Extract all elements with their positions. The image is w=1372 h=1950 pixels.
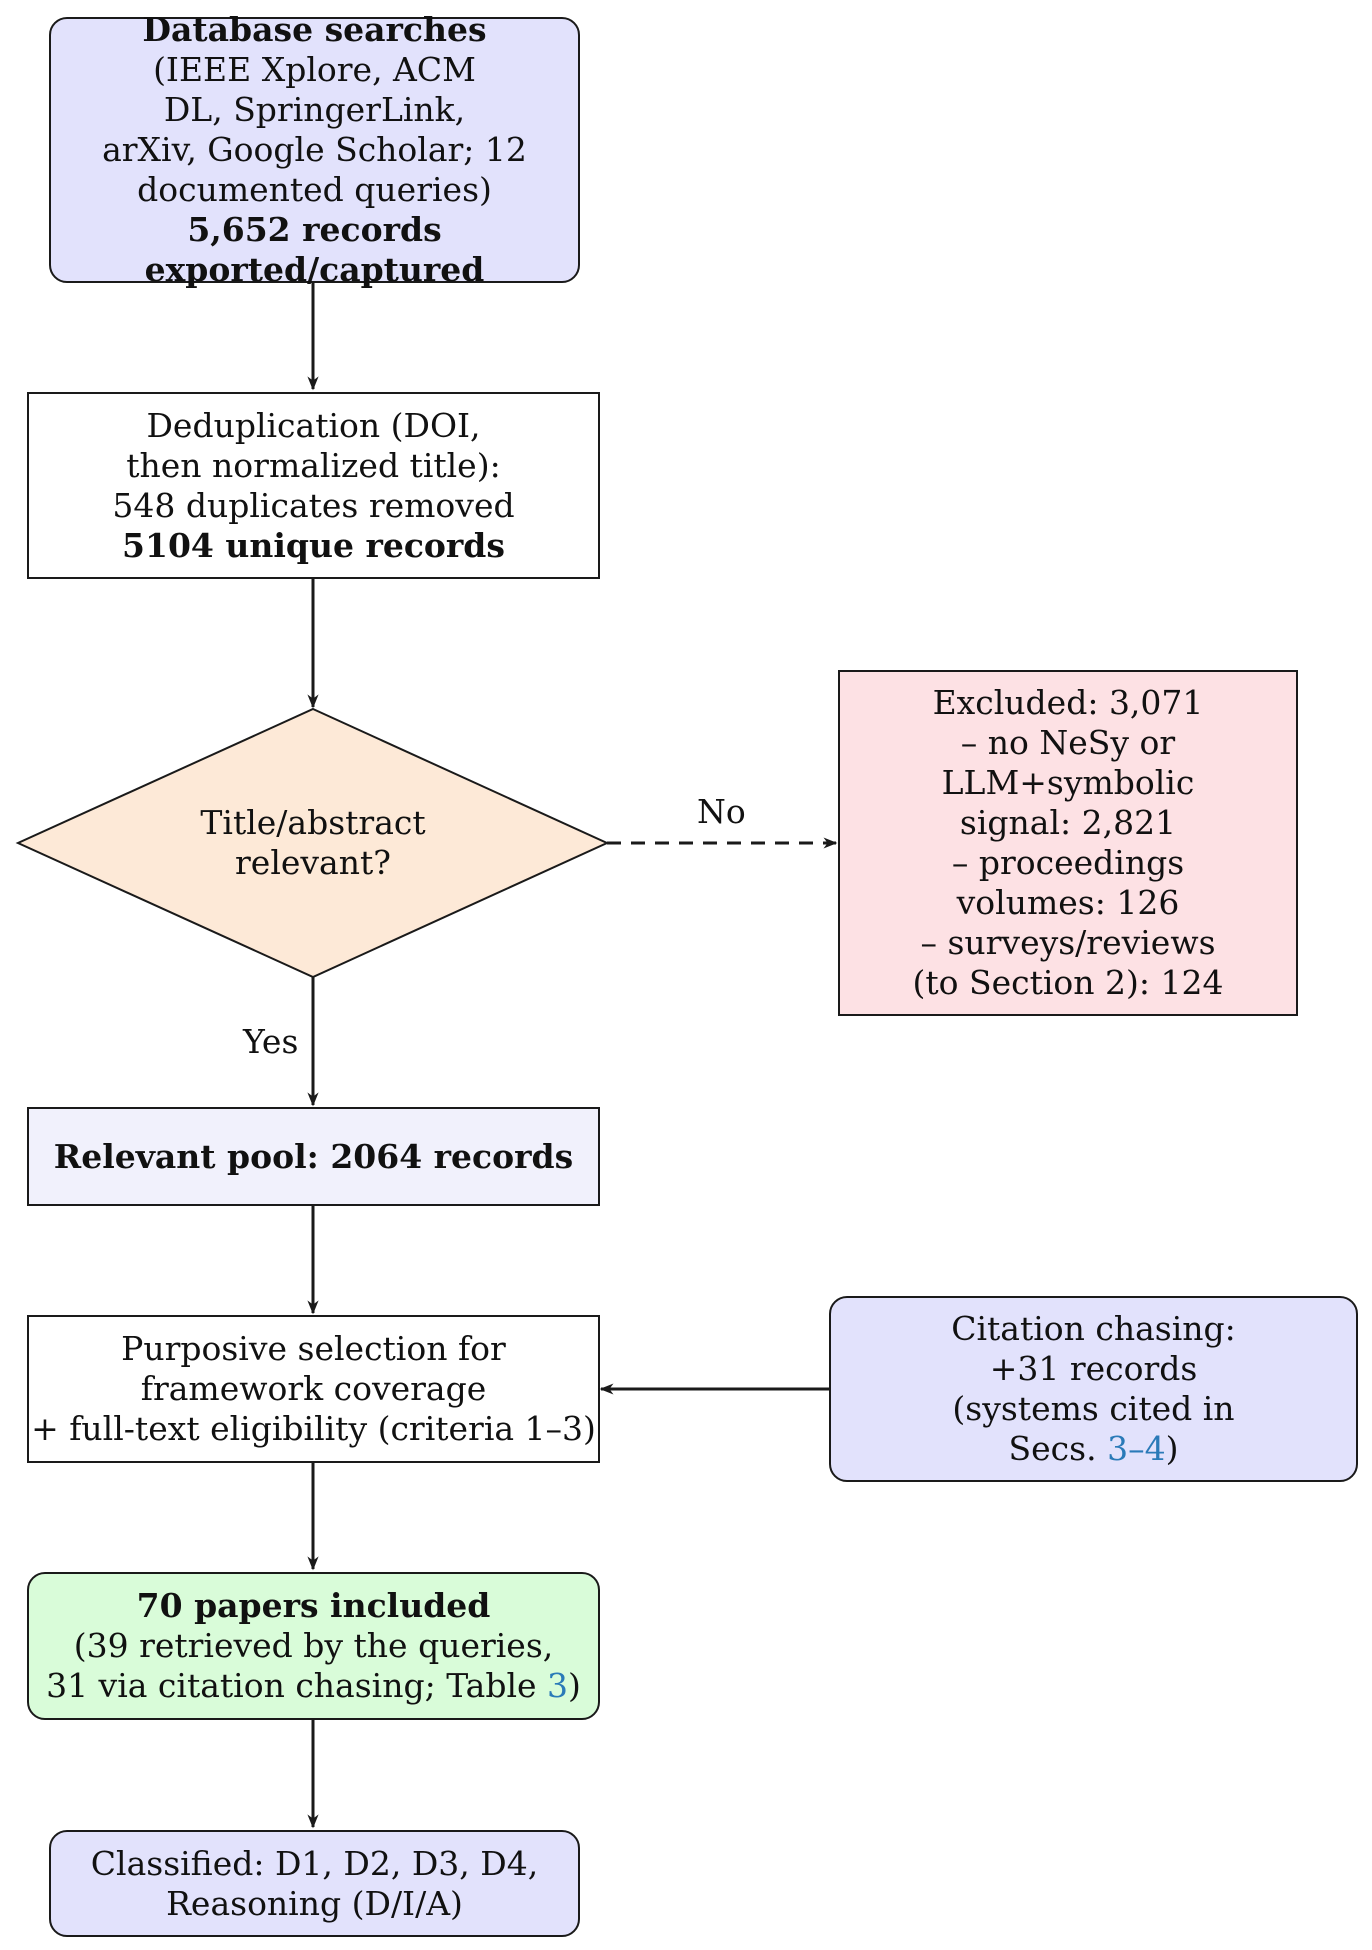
included-line: 31 via citation chasing; Table 3) (46, 1666, 581, 1706)
excluded-line: volumes: 126 (956, 883, 1180, 922)
secs-dash: – (1128, 1429, 1145, 1468)
relevant-pool-label: Relevant pool: 2064 records (53, 1136, 574, 1176)
database-searches-title: Database searches (142, 10, 487, 49)
section-4-link[interactable]: 4 (1144, 1429, 1166, 1468)
papers-included-title: 70 papers included (136, 1586, 491, 1625)
dedup-line: Deduplication (DOI, (146, 405, 481, 445)
relevant-pool-box: Relevant pool: 2064 records (27, 1107, 600, 1206)
section-3-link[interactable]: 3 (1107, 1429, 1129, 1468)
yes-label: Yes (243, 1022, 299, 1061)
database-searches-box: Database searches (IEEE Xplore, ACM DL, … (49, 10, 580, 289)
database-line: DL, SpringerLink, (163, 90, 466, 129)
excluded-line: – surveys/reviews (920, 923, 1216, 962)
secs-suffix: ) (1165, 1429, 1179, 1468)
citation-secs-line: Secs. 3–4) (1009, 1429, 1179, 1469)
dedup-line: 548 duplicates removed (112, 485, 515, 525)
citation-chasing-box: Citation chasing: +31 records (systems c… (829, 1296, 1358, 1482)
citation-line: (systems cited in (952, 1389, 1235, 1428)
deduplication-box: Deduplication (DOI, then normalized titl… (27, 392, 600, 579)
purposive-line: + full-text eligibility (criteria 1–3) (31, 1409, 596, 1448)
purposive-line: Purposive selection for (121, 1329, 506, 1368)
dedup-line: then normalized title): (126, 445, 501, 485)
decision-line: relevant? (235, 843, 391, 882)
citation-line: +31 records (989, 1349, 1198, 1388)
decision-label: Title/abstract relevant? (163, 800, 463, 886)
no-label: No (697, 792, 746, 831)
excluded-line: signal: 2,821 (959, 803, 1177, 842)
classified-line: Reasoning (D/I/A) (166, 1883, 463, 1923)
purposive-selection-box: Purposive selection for framework covera… (27, 1315, 600, 1463)
excluded-line: LLM+symbolic (941, 763, 1195, 802)
classified-line: Classified: D1, D2, D3, D4, (90, 1843, 539, 1883)
citation-line: Citation chasing: (951, 1309, 1236, 1348)
included-line: (39 retrieved by the queries, (73, 1626, 554, 1665)
excluded-line: (to Section 2): 124 (912, 963, 1224, 1002)
purposive-line: framework coverage (140, 1369, 487, 1408)
excluded-line: – no NeSy or (960, 723, 1176, 762)
records-exported-count: 5,652 records exported/captured (144, 210, 485, 289)
excluded-line: – proceedings (951, 843, 1185, 882)
secs-prefix: Secs. (1008, 1429, 1108, 1468)
papers-included-box: 70 papers included (39 retrieved by the … (27, 1572, 600, 1720)
database-line: arXiv, Google Scholar; 12 (102, 130, 527, 169)
table-3-link[interactable]: 3 (547, 1666, 569, 1705)
included-line-prefix: 31 via citation chasing; Table (46, 1666, 548, 1705)
database-line: (IEEE Xplore, ACM (153, 50, 476, 89)
database-line: documented queries) (137, 170, 492, 209)
excluded-line: Excluded: 3,071 (932, 683, 1204, 722)
unique-records-count: 5104 unique records (122, 525, 505, 565)
included-line-suffix: ) (568, 1666, 581, 1705)
classified-box: Classified: D1, D2, D3, D4, Reasoning (D… (49, 1830, 580, 1937)
decision-line: Title/abstract (200, 803, 426, 842)
excluded-box: Excluded: 3,071 – no NeSy or LLM+symboli… (838, 670, 1298, 1016)
